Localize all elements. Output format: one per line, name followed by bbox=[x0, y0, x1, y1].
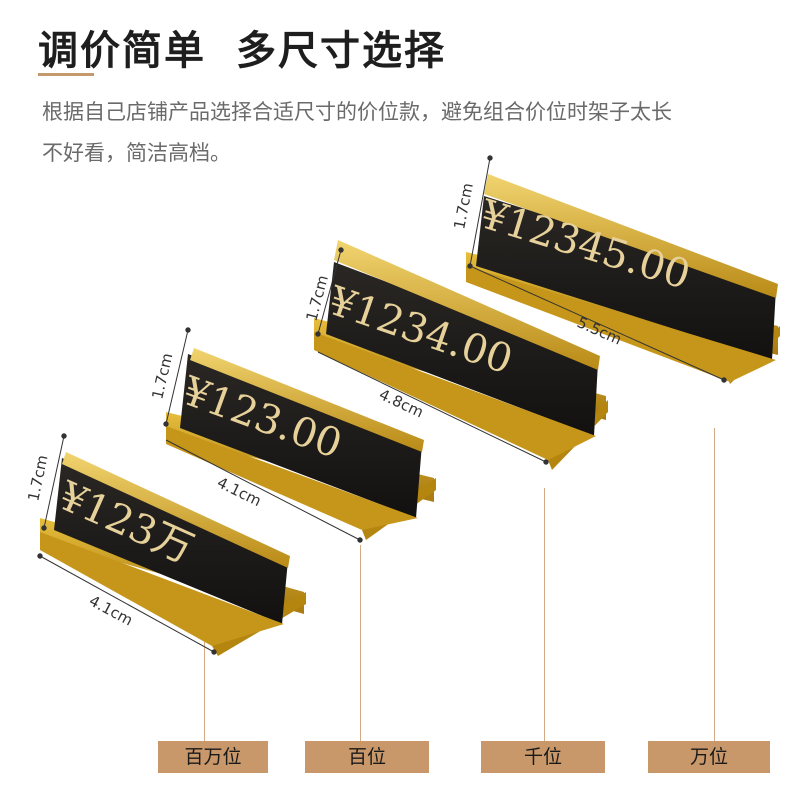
connector-line-4 bbox=[714, 428, 715, 741]
height-dim-4: 1.7cm bbox=[450, 181, 477, 230]
connector-line-2 bbox=[360, 545, 361, 741]
title-left: 调价简单 bbox=[38, 28, 206, 74]
connector-line-1 bbox=[204, 628, 205, 741]
description-text: 根据自己店铺产品选择合适尺寸的价位款，避免组合价位时架子太长不好看，简洁高档。 bbox=[42, 100, 672, 165]
height-dim-2: 1.7cm bbox=[148, 351, 176, 401]
price-holder-4: ¥12345.00 bbox=[466, 174, 780, 384]
label-ten-thousands: 万位 bbox=[648, 741, 770, 773]
title-right: 多尺寸选择 bbox=[236, 28, 446, 74]
title-underline bbox=[38, 73, 94, 76]
height-dim-1: 1.7cm bbox=[24, 453, 51, 502]
label-hundreds: 百位 bbox=[305, 741, 429, 773]
page-title: 调价简单多尺寸选择 bbox=[38, 18, 446, 76]
price-holder-2: ¥123.00 bbox=[166, 348, 436, 540]
label-millions: 百万位 bbox=[158, 741, 268, 773]
label-thousands: 千位 bbox=[481, 741, 605, 773]
connector-line-3 bbox=[544, 488, 545, 741]
